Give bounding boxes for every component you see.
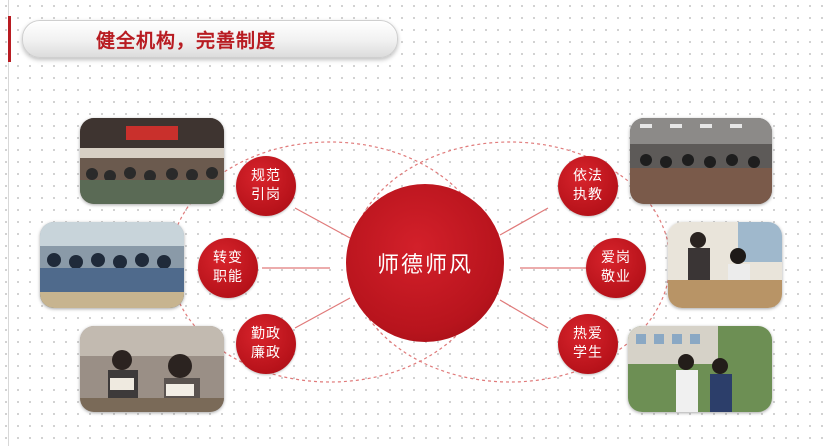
node-mid-left-line2: 职能 — [213, 269, 243, 285]
node-bot-right: 热爱 学生 — [558, 314, 618, 374]
photo-reading-teachers — [80, 326, 224, 412]
node-mid-left-line1: 转变 — [213, 250, 243, 266]
node-mid-right-line1: 爱岗 — [601, 250, 631, 266]
node-top-right: 依法 执教 — [558, 156, 618, 216]
node-bot-left-line2: 廉政 — [251, 345, 281, 361]
photo-lecture-hall — [630, 118, 772, 204]
node-bot-left: 勤政 廉政 — [236, 314, 296, 374]
node-top-right-line1: 依法 — [573, 168, 603, 184]
slide-title: 健全机构，完善制度 — [96, 30, 277, 52]
photo-outdoor-students — [628, 326, 772, 412]
center-label: 师德师风 — [376, 253, 473, 278]
node-top-left: 规范 引岗 — [236, 156, 296, 216]
node-top-left-line2: 引岗 — [251, 187, 281, 203]
node-top-right-line2: 执教 — [573, 187, 603, 203]
node-bot-right-line1: 热爱 — [573, 326, 603, 342]
title-banner — [22, 20, 398, 58]
center-node: 师德师风 — [346, 184, 504, 342]
title-accent-bar — [8, 16, 11, 62]
photo-meeting-hall — [80, 118, 224, 204]
node-mid-right: 爱岗 敬业 — [586, 238, 646, 298]
node-mid-left: 转变 职能 — [198, 238, 258, 298]
connector-bot-left — [294, 297, 351, 329]
node-bot-left-line1: 勤政 — [251, 326, 281, 342]
connector-top-left — [294, 207, 351, 239]
connector-top-right — [499, 207, 549, 236]
node-bot-right-line2: 学生 — [573, 345, 603, 361]
connector-bot-right — [499, 299, 549, 329]
left-margin-line — [8, 0, 9, 446]
photo-classroom-students — [40, 222, 184, 308]
node-top-left-line1: 规范 — [251, 168, 281, 184]
node-mid-right-line2: 敬业 — [601, 269, 631, 285]
photo-teacher-guiding — [668, 222, 782, 308]
